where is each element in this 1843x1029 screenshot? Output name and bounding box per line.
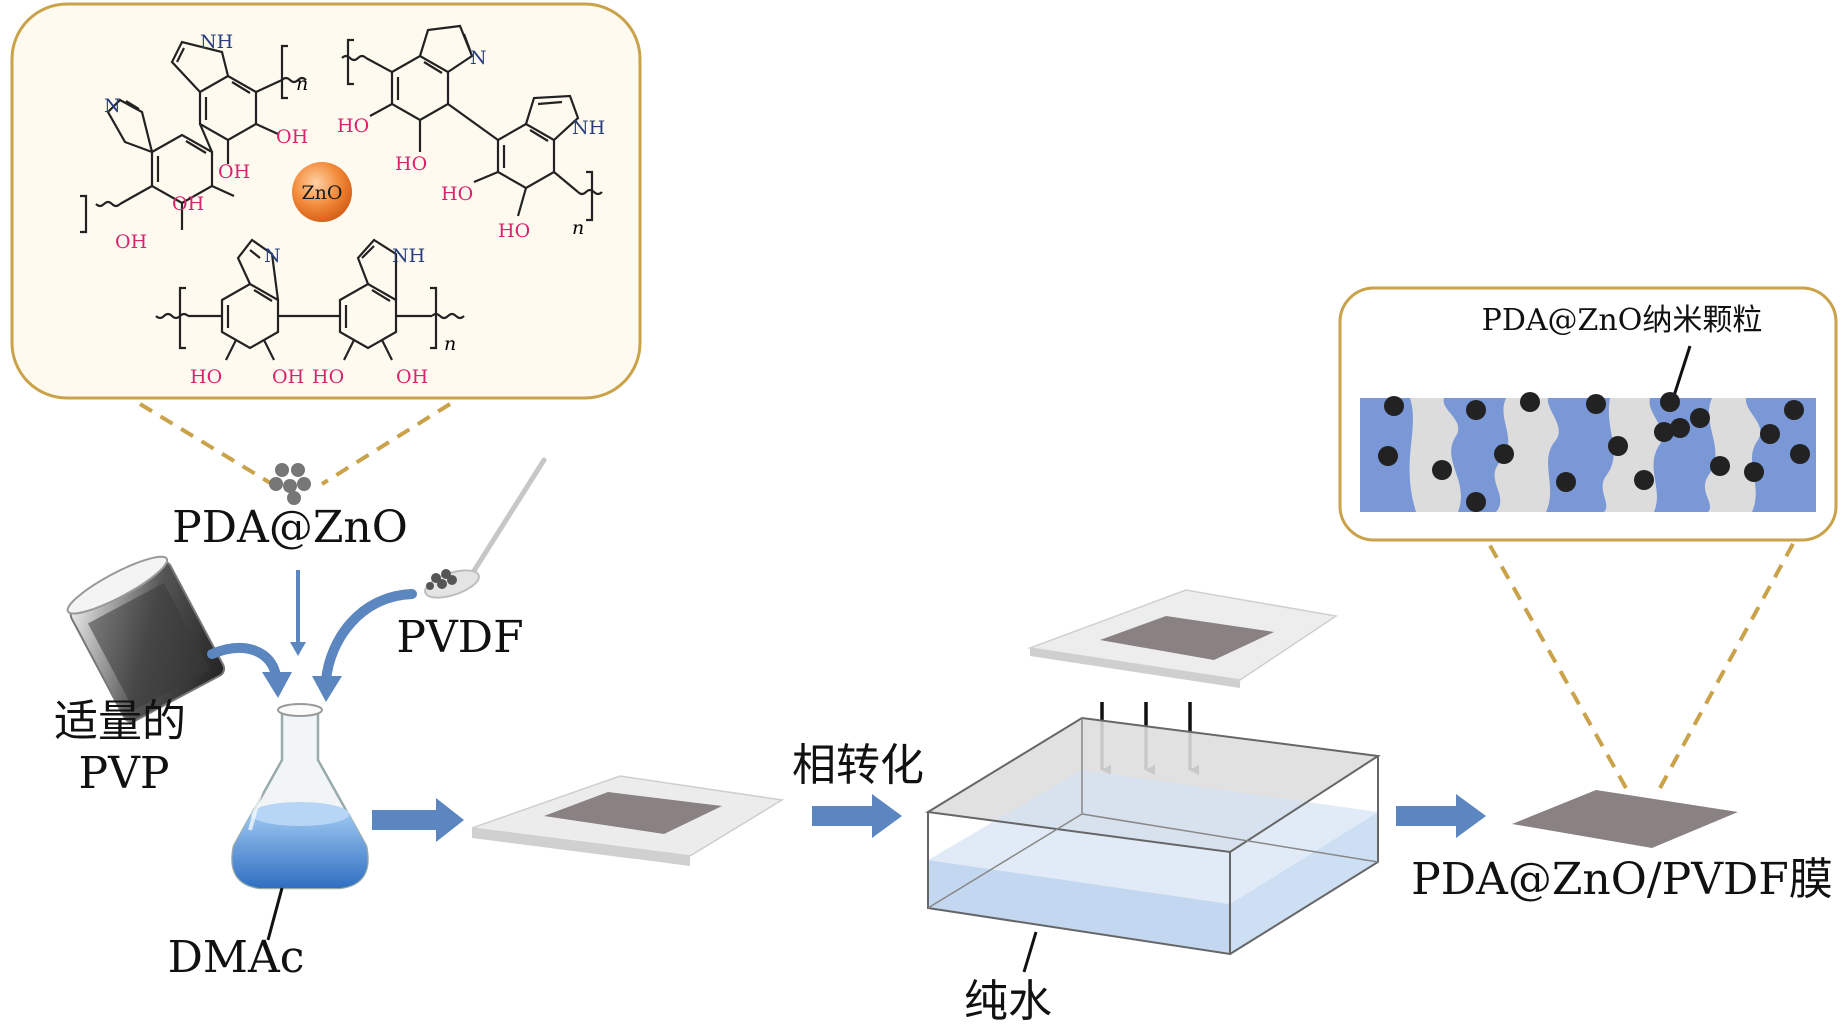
pda-zno-label: PDA@ZnO — [172, 502, 408, 553]
zno-label: ZnO — [301, 182, 342, 204]
to-casting-arrow — [372, 798, 464, 842]
repeat-index-a: n — [296, 73, 308, 95]
immersion-plate-icon — [1027, 589, 1338, 688]
pda-unit-bottom — [155, 238, 465, 361]
callout-zoom-lines — [138, 402, 452, 486]
cross-section-zoom-lines — [1486, 541, 1796, 789]
repeat-index-c: n — [444, 333, 456, 355]
pvp-label-line1: 适量的 — [54, 696, 186, 747]
hydroxyl-label-c4: OH — [396, 366, 428, 388]
add-pvdf-arrow — [312, 589, 417, 702]
hydroxyl-label-a3: OH — [172, 193, 204, 215]
beaker-icon — [66, 555, 226, 723]
hydroxyl-label-c3: HO — [312, 366, 344, 388]
imine-label-b: N — [470, 47, 487, 69]
pda-unit-upper-left — [80, 40, 307, 234]
water-bath-icon — [925, 716, 1381, 973]
glass-plate-icon — [471, 775, 785, 866]
imine-label-c: N — [264, 245, 281, 267]
to-membrane-arrow — [1396, 794, 1486, 838]
pvp-label-line2: PVP — [79, 748, 170, 799]
repeat-index-b: n — [572, 217, 584, 239]
hydroxyl-label-b2: HO — [395, 153, 427, 175]
hydroxyl-label-b1: HO — [337, 115, 369, 137]
dmac-label: DMAc — [168, 932, 305, 983]
chemical-structure-callout: NH N OH OH OH OH n ZnO — [10, 2, 642, 400]
zno-particle-icon: ZnO — [292, 162, 352, 222]
nanoparticle-label: PDA@ZnO纳米颗粒 — [1482, 303, 1763, 338]
hydroxyl-label-a4: OH — [115, 231, 147, 253]
pvdf-label: PVDF — [396, 612, 523, 663]
imine-label-a: N — [104, 95, 121, 117]
final-membrane-label: PDA@ZnO/PVDF膜 — [1411, 854, 1833, 905]
amine-label-b: NH — [572, 117, 605, 139]
hydroxyl-label-c2: OH — [272, 366, 304, 388]
membrane-cross-section-icon — [1360, 392, 1816, 512]
hydroxyl-label-a1: OH — [276, 126, 308, 148]
erlenmeyer-flask-icon — [231, 703, 369, 941]
membrane-cross-section-callout: PDA@ZnO纳米颗粒 — [1338, 286, 1838, 542]
hydroxyl-label-a2: OH — [218, 161, 250, 183]
final-membrane-icon — [1512, 790, 1738, 848]
spatula-icon — [424, 457, 547, 599]
pda-zno-particles-icon — [269, 463, 311, 505]
hydroxyl-label-c1: HO — [190, 366, 222, 388]
amine-label-c: NH — [392, 245, 425, 267]
pure-water-label: 纯水 — [964, 976, 1052, 1027]
amine-label-a: NH — [200, 31, 233, 53]
add-pvp-arrow — [207, 643, 292, 698]
phase-inversion-label: 相转化 — [792, 740, 924, 791]
add-pda-zno-arrow — [290, 570, 306, 656]
pda-unit-upper-right — [341, 24, 603, 222]
hydroxyl-label-b4: HO — [498, 220, 530, 242]
hydroxyl-label-b3: HO — [441, 183, 473, 205]
phase-inversion-arrow — [812, 794, 902, 838]
